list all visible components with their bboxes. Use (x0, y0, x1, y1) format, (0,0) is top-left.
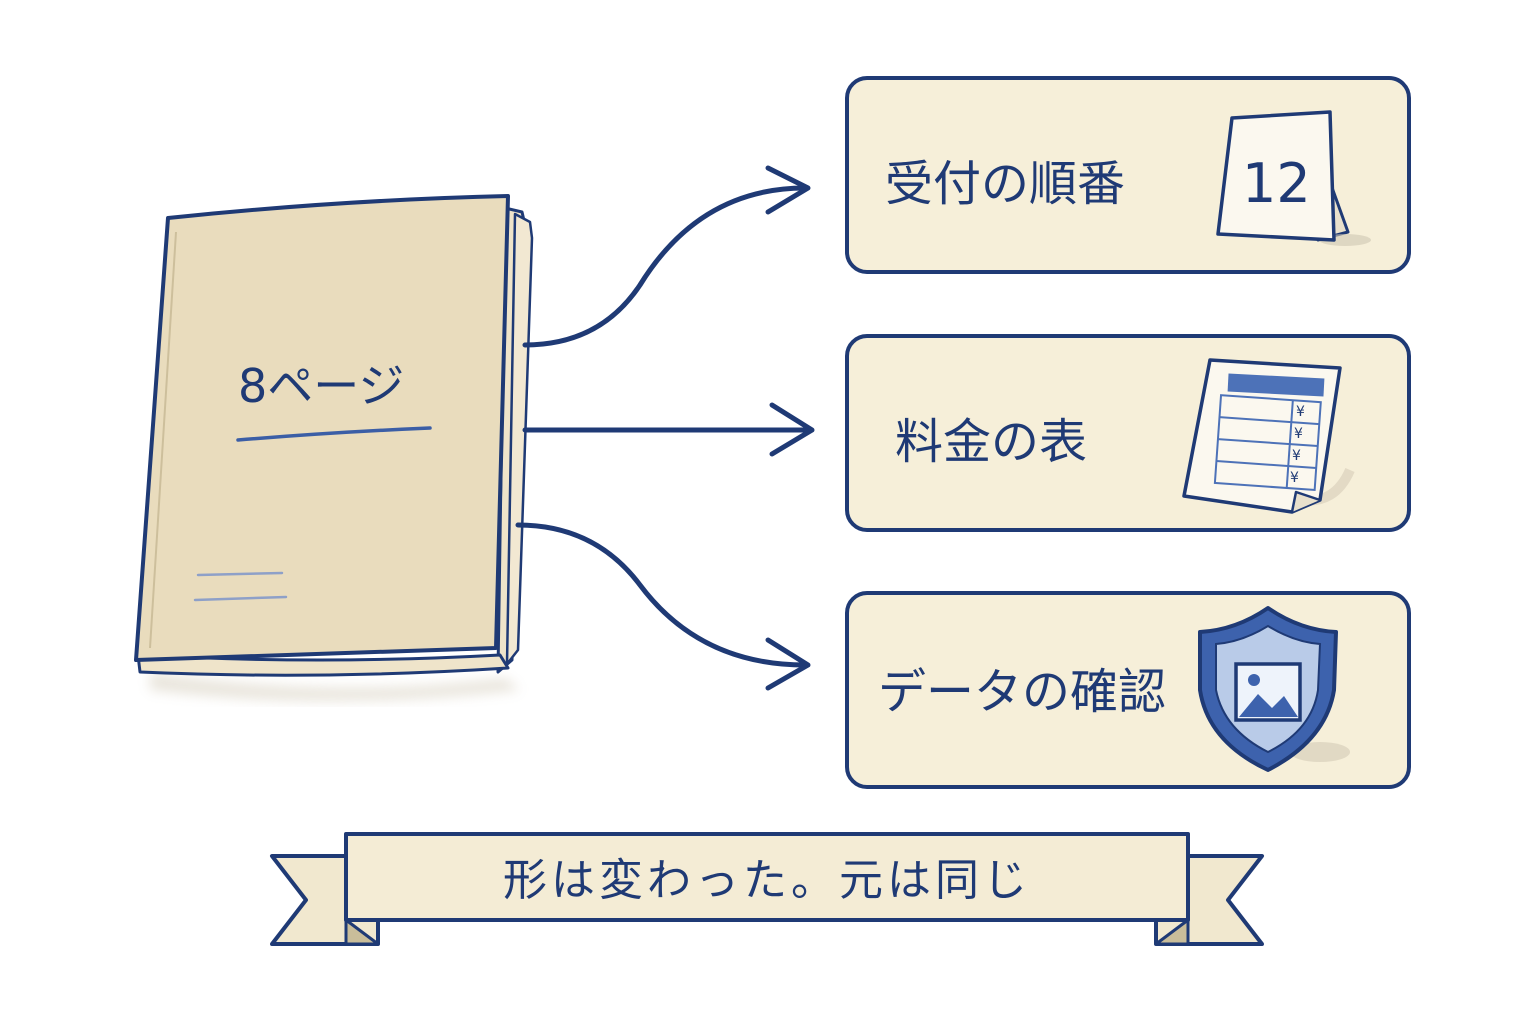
box-reception-order: 受付の順番 12 (845, 76, 1411, 274)
price-mark-4: ¥ (1290, 470, 1299, 486)
price-mark-1: ¥ (1296, 404, 1305, 420)
booklet-line-2 (193, 595, 288, 602)
calendar-icon: 12 (1216, 110, 1371, 246)
ribbon-banner: 形は変わった。元は同じ (270, 832, 1264, 946)
arrowhead-2 (769, 402, 815, 457)
booklet-title: 8ページ (238, 359, 404, 413)
arrows (515, 165, 815, 691)
box-2-label: 料金の表 (895, 414, 1087, 470)
arrowhead-3 (765, 637, 811, 691)
box-price-table: 料金の表 ¥ ¥ ¥ ¥ (845, 334, 1411, 532)
shield-image-icon (1198, 606, 1350, 772)
box-data-check: データの確認 (845, 591, 1411, 789)
booklet: 8ページ (134, 194, 534, 701)
arrowhead-1 (765, 165, 811, 215)
price-table-header (1227, 373, 1325, 397)
price-mark-2: ¥ (1294, 426, 1303, 442)
price-table-icon: ¥ ¥ ¥ ¥ (1182, 358, 1355, 514)
banner-text: 形は変わった。元は同じ (503, 855, 1031, 906)
box-3-label: データの確認 (878, 664, 1166, 720)
booklet-title-underline (236, 426, 432, 442)
arrow-to-box-3 (515, 522, 808, 668)
booklet-line-1 (196, 571, 284, 577)
box-1-label: 受付の順番 (885, 156, 1125, 212)
arrow-to-box-1 (522, 185, 808, 348)
calendar-number: 12 (1242, 152, 1311, 215)
price-mark-3: ¥ (1292, 448, 1301, 464)
